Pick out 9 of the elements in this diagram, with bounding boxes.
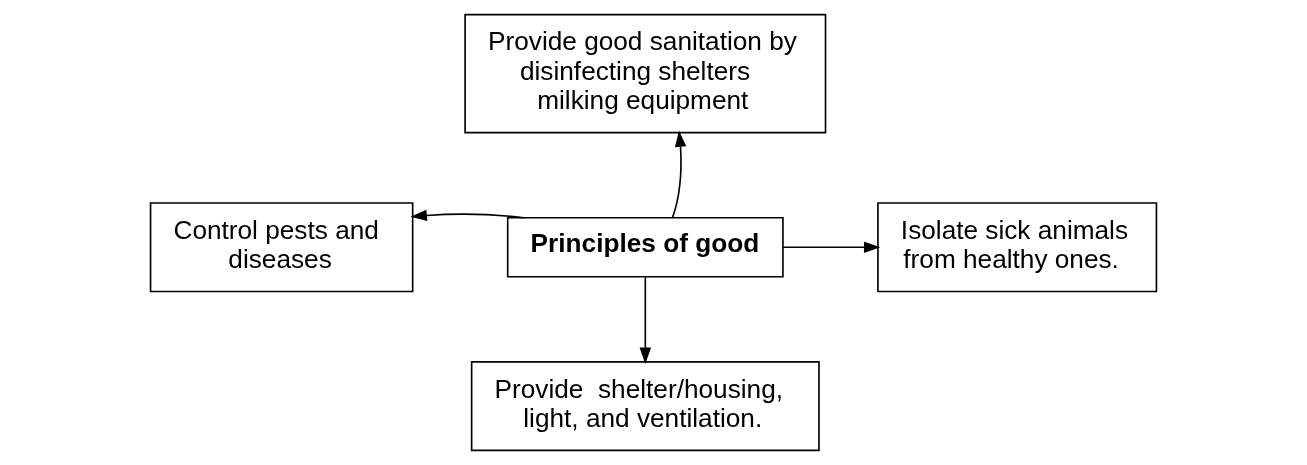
node-box: Provide good sanitation by disinfecting shelters milking equipment <box>464 13 827 134</box>
node-box: Principles of good <box>506 216 784 278</box>
node-box: Control pests and diseases <box>149 202 414 293</box>
arrow <box>639 276 652 364</box>
node-box: Provide shelter/housing, light, and ventilation. <box>470 361 820 452</box>
arrow <box>410 209 525 222</box>
arrow <box>671 130 687 219</box>
arrow <box>782 241 881 253</box>
node-box: Isolate sick animals from healthy ones. <box>877 202 1158 293</box>
